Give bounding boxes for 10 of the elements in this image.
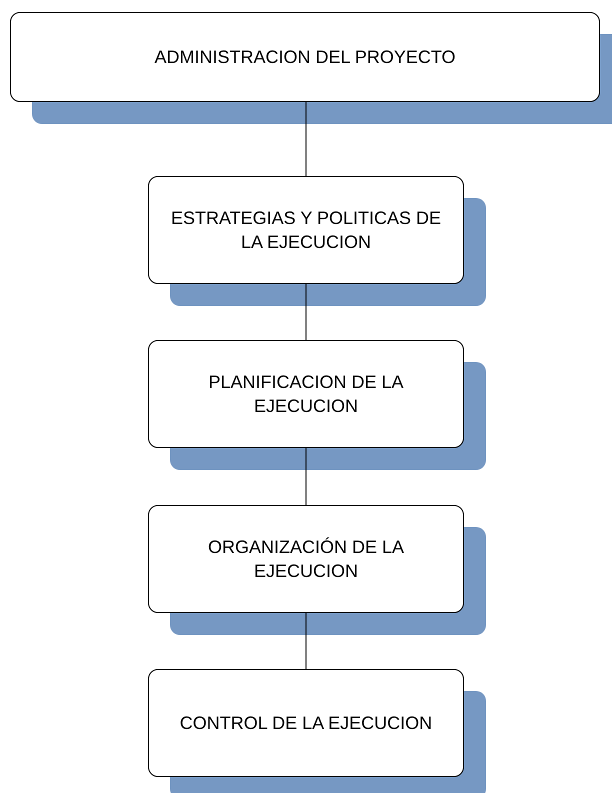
box-label: CONTROL DE LA EJECUCION bbox=[180, 712, 432, 735]
box-label: ORGANIZACIÓN DE LA EJECUCION bbox=[206, 536, 406, 583]
process-box bbox=[148, 176, 464, 284]
box-label: ESTRATEGIAS Y POLITICAS DE LA EJECUCION bbox=[170, 207, 442, 254]
process-box bbox=[148, 505, 464, 613]
process-box bbox=[10, 12, 600, 102]
box-label: PLANIFICACION DE LA EJECUCION bbox=[207, 371, 405, 418]
process-box bbox=[148, 669, 464, 777]
process-box bbox=[148, 340, 464, 448]
box-label: ADMINISTRACION DEL PROYECTO bbox=[154, 46, 456, 69]
